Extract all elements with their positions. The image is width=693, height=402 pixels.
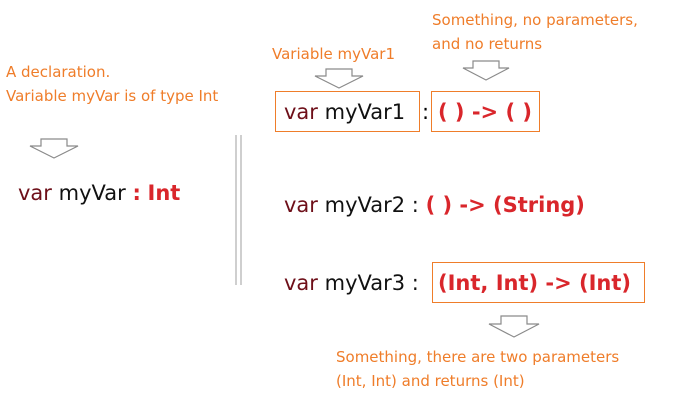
keyword-var: var [284, 100, 318, 124]
declaration-myvar1: var myVar1 [284, 99, 405, 125]
divider-line [240, 135, 242, 285]
down-arrow-icon [488, 315, 540, 338]
identifier-myvar2: myVar2 [324, 193, 406, 217]
type-box [432, 262, 645, 303]
type-box [431, 91, 540, 132]
divider-line [235, 135, 237, 285]
type-function-int: (Int, Int) -> (Int) [438, 271, 632, 295]
down-arrow-icon [29, 138, 79, 159]
variable-label: Variable myVar1 [272, 45, 395, 63]
colon: : [422, 100, 430, 124]
colon: : [411, 271, 419, 295]
name-box [275, 91, 420, 132]
top-note-line2: and no returns [432, 35, 543, 53]
bottom-note-line1: Something, there are two parameters [336, 348, 620, 366]
type-int: Int [147, 181, 181, 205]
keyword-var: var [284, 193, 318, 217]
top-note-line1: Something, no parameters, [432, 11, 638, 29]
colon: : [132, 181, 141, 205]
type-function-void: ( ) -> ( ) [438, 100, 532, 124]
keyword-var: var [284, 271, 318, 295]
identifier-myvar1: myVar1 [324, 100, 406, 124]
down-arrow-icon [314, 68, 364, 89]
colon: : [411, 193, 419, 217]
left-note: A declaration. Variable myVar is of type… [6, 60, 218, 108]
declaration-myvar: var myVar : Int [18, 180, 180, 206]
bottom-note: Something, there are two parameters (Int… [336, 345, 619, 393]
left-note-line2: Variable myVar is of type Int [6, 87, 219, 105]
top-note: Something, no parameters, and no returns [432, 8, 638, 56]
type-function-string: ( ) -> (String) [425, 193, 585, 217]
identifier-myvar: myVar [58, 181, 126, 205]
identifier-myvar3: myVar3 [324, 271, 406, 295]
bottom-note-line2: (Int, Int) and returns (Int) [336, 372, 525, 390]
down-arrow-icon [462, 60, 510, 81]
keyword-var: var [18, 181, 52, 205]
declaration-myvar3: var myVar3 : [284, 270, 419, 296]
declaration-myvar2: var myVar2 : ( ) -> (String) [284, 192, 585, 218]
left-note-line1: A declaration. [6, 63, 111, 81]
